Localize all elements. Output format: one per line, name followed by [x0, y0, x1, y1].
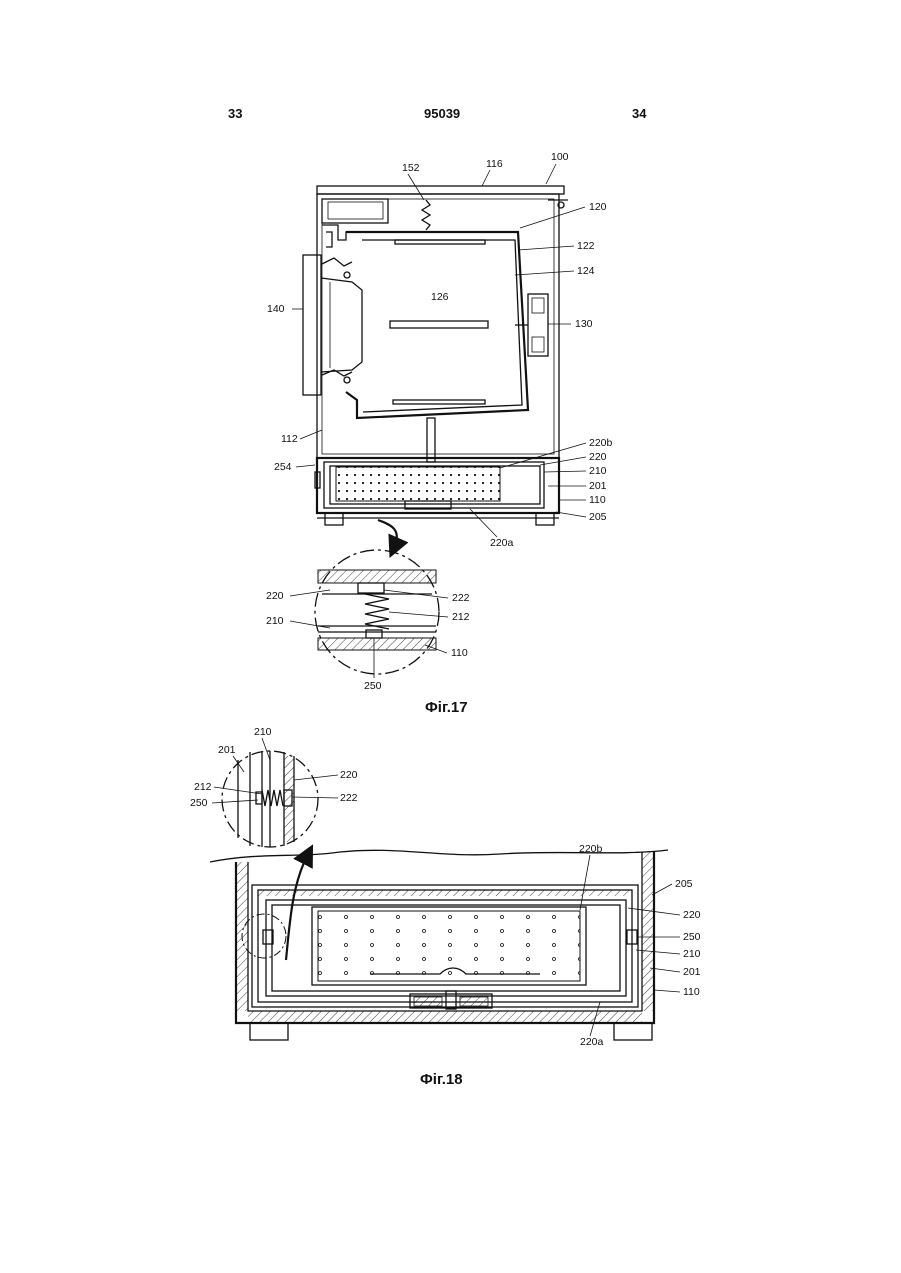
label-220: 220	[589, 451, 607, 463]
figure-18-detail	[222, 751, 318, 847]
label-110: 110	[683, 986, 700, 998]
figure-18-labels: 210 201 220 212 222 250 220b 205 220 250…	[190, 726, 701, 1048]
detail-label-220: 220	[340, 769, 358, 781]
label-210: 210	[589, 465, 607, 477]
detail-label-210: 210	[266, 615, 284, 627]
top-plate-116	[317, 186, 564, 194]
motor-130	[528, 294, 548, 356]
label-220a: 220a	[580, 1036, 604, 1048]
label-220b: 220b	[589, 437, 613, 449]
label-100: 100	[551, 151, 569, 163]
figure-17-detail	[315, 550, 439, 674]
label-205: 205	[589, 511, 607, 523]
drum-124	[362, 240, 522, 412]
detail-label-110: 110	[451, 647, 468, 659]
label-254: 254	[274, 461, 292, 473]
detail-label-222: 222	[340, 792, 358, 804]
spring-152	[422, 200, 430, 230]
label-220: 220	[683, 909, 701, 921]
figure-18-drawing	[210, 751, 668, 1040]
label-205: 205	[675, 878, 693, 890]
label-116: 116	[486, 158, 503, 170]
label-201: 201	[683, 966, 701, 978]
label-130: 130	[575, 318, 593, 330]
label-110: 110	[589, 494, 606, 506]
detail-label-210: 210	[254, 726, 272, 738]
label-220a: 220a	[490, 537, 514, 549]
detail-label-212: 212	[452, 611, 470, 623]
detail-label-201: 201	[218, 744, 236, 756]
label-120: 120	[589, 201, 607, 213]
figure-18-caption: Фіг.18	[420, 1071, 463, 1088]
label-220b: 220b	[579, 843, 603, 855]
detail-label-250: 250	[364, 680, 382, 692]
label-140: 140	[267, 303, 285, 315]
spring-212	[365, 594, 389, 629]
label-112: 112	[281, 433, 298, 445]
label-124: 124	[577, 265, 595, 277]
figure-17-drawing	[303, 186, 568, 674]
detail-label-212: 212	[194, 781, 212, 793]
detail-label-250: 250	[190, 797, 208, 809]
label-122: 122	[577, 240, 595, 252]
label-201: 201	[589, 480, 607, 492]
label-210: 210	[683, 948, 701, 960]
label-126: 126	[431, 291, 449, 303]
label-250: 250	[683, 931, 701, 943]
tub-outer-122	[346, 232, 528, 418]
door-140	[303, 255, 321, 395]
figure-17-caption: Фіг.17	[425, 699, 468, 716]
detail-label-222: 222	[452, 592, 470, 604]
detail-label-220: 220	[266, 590, 284, 602]
label-152: 152	[402, 162, 420, 174]
agitator-126	[390, 321, 488, 328]
